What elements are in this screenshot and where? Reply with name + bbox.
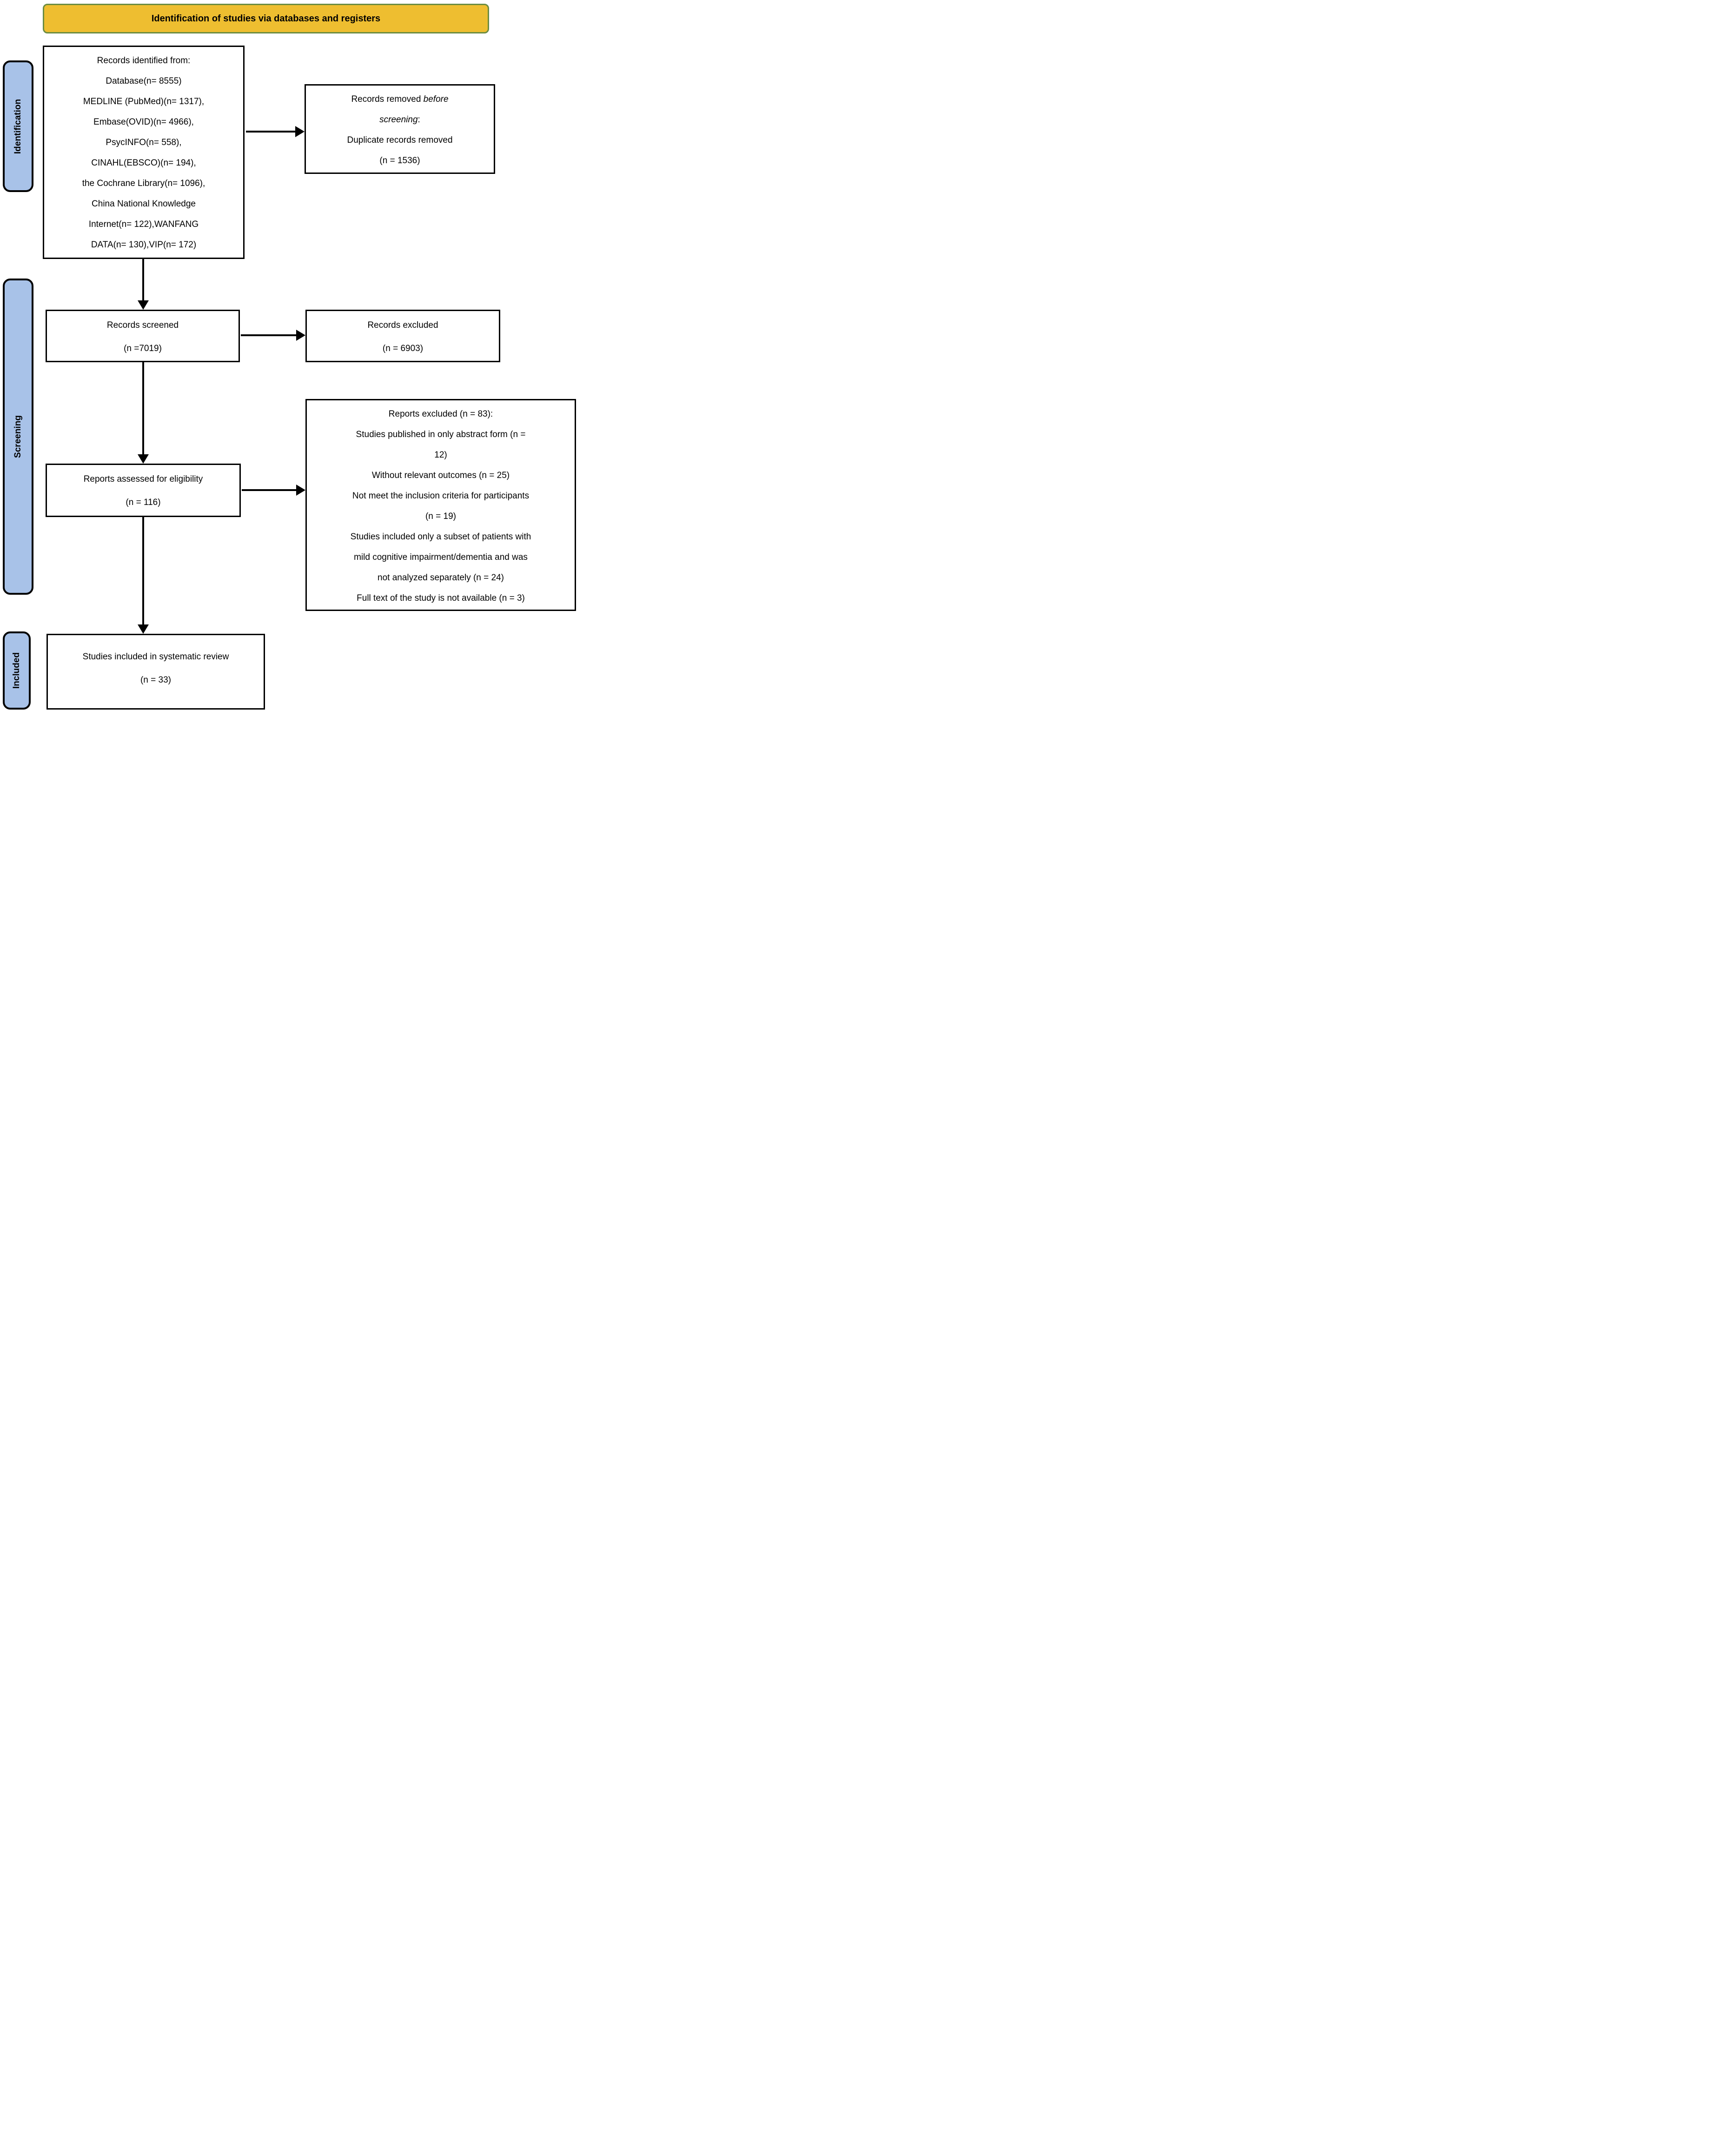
diagram-title-banner: Identification of studies via databases … <box>43 4 489 33</box>
box-text-line: the Cochrane Library(n= 1096), <box>82 179 205 188</box>
box-text-line: 12) <box>434 450 447 460</box>
box-text-line: (n = 116) <box>126 498 161 507</box>
box-text-line: Full text of the study is not available … <box>357 593 525 603</box>
box-records-removed: Records removed before screening: Duplic… <box>305 84 495 174</box>
box-text-line: Not meet the inclusion criteria for part… <box>352 491 530 501</box>
stage-label-identification: Identification <box>3 60 33 192</box>
arrow-assessed-to-included <box>138 517 149 634</box>
stage-label-identification-text: Identification <box>13 99 23 154</box>
box-text-line: PsycINFO(n= 558), <box>106 138 182 147</box>
box-text-line: Records screened <box>106 320 179 330</box>
records-removed-line2: screening: <box>379 115 420 125</box>
stage-label-included: Included <box>3 631 31 710</box>
box-records-screened: Records screened (n =7019) <box>46 310 240 362</box>
stage-label-screening-text: Screening <box>13 415 23 458</box>
box-text-line: Reports assessed for eligibility <box>83 474 203 484</box>
arrow-identified-to-removed <box>246 126 305 137</box>
box-text-line: Reports excluded (n = 83): <box>388 409 493 419</box>
box-text-line: mild cognitive impairment/dementia and w… <box>354 552 528 562</box>
arrow-assessed-to-reports-excluded <box>242 485 305 496</box>
box-records-identified: Records identified from: Database(n= 8555… <box>43 46 245 259</box>
box-text-line: Database(n= 8555) <box>106 76 182 86</box>
box-text-line: (n =7019) <box>124 344 162 353</box>
box-text-line: not analyzed separately (n = 24) <box>378 573 504 583</box>
box-text-line: (n = 19) <box>425 511 456 521</box>
box-text-line: Studies published in only abstract form … <box>356 430 526 439</box>
box-studies-included: Studies included in systematic review (n … <box>46 634 265 710</box>
box-text-line: DATA(n= 130),VIP(n= 172) <box>91 240 197 250</box>
box-text-line: Studies included in systematic review <box>82 652 229 662</box>
records-removed-line3: Duplicate records removed <box>347 135 453 145</box>
box-text-line: Internet(n= 122),WANFANG <box>88 219 199 229</box>
box-text-line: Without relevant outcomes (n = 25) <box>371 471 510 480</box>
box-text-line: Records excluded <box>367 320 438 330</box>
box-reports-assessed: Reports assessed for eligibility (n = 116… <box>46 464 241 517</box>
records-removed-line1: Records removed before <box>351 94 449 104</box>
stage-label-included-text: Included <box>12 652 21 689</box>
arrow-screened-to-assessed <box>138 362 149 464</box>
box-text-line: China National Knowledge <box>92 199 196 209</box>
box-records-excluded: Records excluded (n = 6903) <box>305 310 500 362</box>
arrow-identified-to-screened <box>138 259 149 310</box>
box-text-line: Records identified from: <box>97 56 191 66</box>
box-text-line: Embase(OVID)(n= 4966), <box>93 117 194 127</box>
arrow-screened-to-excluded <box>241 330 305 341</box>
diagram-title: Identification of studies via databases … <box>151 13 381 24</box>
stage-label-screening: Screening <box>3 279 33 595</box>
box-text-line: Studies included only a subset of patien… <box>350 532 531 542</box>
box-text-line: MEDLINE (PubMed)(n= 1317), <box>83 97 205 106</box>
box-text-line: (n = 33) <box>140 675 171 685</box>
box-text-line: (n = 6903) <box>382 344 424 353</box>
records-removed-line4: (n = 1536) <box>379 156 420 166</box>
box-reports-excluded: Reports excluded (n = 83): Studies publis… <box>305 399 576 611</box>
prisma-flow-diagram: Identification of studies via databases … <box>0 0 579 713</box>
box-text-line: CINAHL(EBSCO)(n= 194), <box>91 158 196 168</box>
